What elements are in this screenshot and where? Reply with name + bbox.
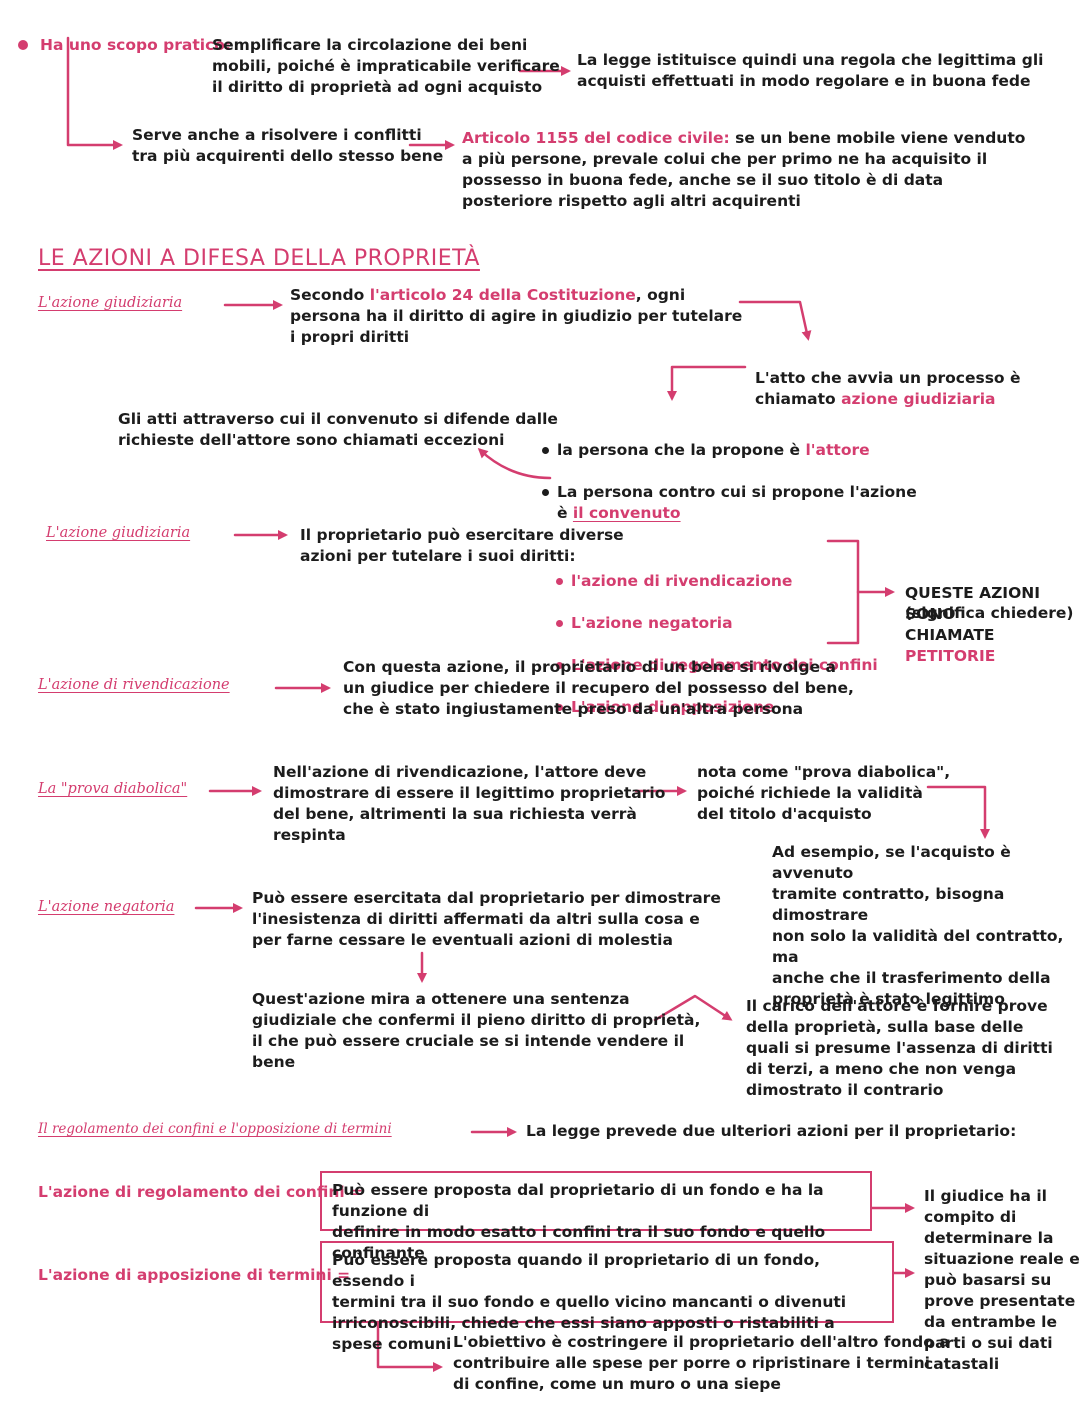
label-azione-giudiziaria: L'azione giudiziaria (38, 295, 183, 311)
apposizione-box: Può essere proposta quando il proprietar… (320, 1241, 894, 1353)
action-item: L'azione di opposizione (556, 697, 878, 718)
judge-text: Il giudice ha il compito di determinare … (924, 1187, 1080, 1373)
arrow-parties-to-exceptions (477, 447, 552, 480)
arrow-act-to-parties (667, 365, 747, 401)
petitory-summary: QUESTE AZIONI SONO CHIAMATE PETITORIE (905, 584, 1040, 665)
article-1155-text: Articolo 1155 del codice civile: se un b… (462, 128, 1037, 212)
negatoria-aim: Quest'azione mira a ottenere una sentenz… (252, 990, 701, 1071)
action-item: L'azione negatoria (556, 613, 878, 634)
label-rivendicazione: L'azione di rivendicazione (38, 677, 230, 693)
confini-intro: La legge prevede due ulteriori azioni pe… (526, 1122, 1017, 1140)
rivendicazione-text: Con questa azione, il proprietario di un… (343, 658, 854, 718)
label-azione-giudiziaria-2: L'azione giudiziaria (46, 525, 191, 541)
purpose-label: Ha uno scopo pratico: (40, 36, 232, 54)
petitory-actions-list: l'azione di rivendicazione L'azione nega… (556, 550, 878, 739)
prova-note: nota come "prova diabolica", poiché rich… (697, 763, 951, 823)
petitory-intro: Il proprietario può esercitare diverse a… (300, 526, 624, 565)
act-term: azione giudiziaria (841, 390, 996, 408)
arrow-art24-to-act (738, 300, 812, 341)
action-item: L'azione di regolamento dei confini (556, 655, 878, 676)
exceptions-text: Gli atti attraverso cui il convenuto si … (118, 410, 558, 449)
regolamento-text: Può essere proposta dal proprietario di … (332, 1181, 826, 1262)
prova-example: Ad esempio, se l'acquisto è avvenuto tra… (772, 843, 1064, 1008)
prova-text: Nell'azione di rivendicazione, l'attore … (273, 763, 666, 844)
bullet-dot (18, 40, 28, 50)
conflicts-text: Serve anche a risolvere i conflitti tra … (132, 126, 444, 165)
apposizione-label: L'azione di apposizione di termini = (38, 1266, 351, 1284)
negatoria-text: Può essere esercitata dal proprietario p… (252, 889, 721, 949)
defendant-term: il convenuto (572, 504, 681, 522)
plaintiff-term: l'attore (805, 441, 870, 459)
article-1155-title: Articolo 1155 del codice civile: (462, 129, 730, 147)
regolamento-box: Può essere proposta dal proprietario di … (320, 1171, 872, 1262)
parties-list: la persona che la propone è l'attore La … (542, 419, 917, 545)
regolamento-label: L'azione di regolamento dei confini = (38, 1183, 364, 1201)
negatoria-burden: Il carico dell'attore è fornire prove de… (746, 997, 1053, 1099)
plaintiff-item: la persona che la propone è l'attore (542, 440, 917, 461)
purpose-text: Semplificare la circolazione dei beni mo… (212, 36, 560, 96)
action-item: l'azione di rivendicazione (556, 571, 878, 592)
petitory-note: (significa chiedere) (905, 604, 1074, 622)
act-pre: L'atto che avvia un processo è chiamato (755, 369, 1021, 408)
art24-ref: l'articolo 24 della Costituzione (369, 286, 636, 304)
label-negatoria: L'azione negatoria (38, 899, 175, 915)
section-heading: LE AZIONI A DIFESA DELLA PROPRIETÀ (38, 246, 480, 271)
act-text: L'atto che avvia un processo è chiamato … (755, 347, 1020, 410)
petitory-term: PETITORIE (905, 647, 996, 665)
art24-text: Secondo l'articolo 24 della Costituzione… (290, 285, 750, 348)
label-confini: Il regolamento dei confini e l'opposizio… (38, 1121, 392, 1137)
art24-post: , ogni persona ha il diritto di agire in… (290, 286, 743, 346)
art24-pre: Secondo (290, 286, 370, 304)
confini-objective: L'obiettivo è costringere il proprietari… (453, 1333, 950, 1393)
apposizione-text: Può essere proposta quando il proprietar… (332, 1251, 847, 1353)
label-prova-diabolica: La "prova diabolica" (38, 781, 188, 797)
defendant-item: La persona contro cui si propone l'azion… (542, 482, 917, 524)
article-1155-body: se un bene mobile viene venduto a più pe… (462, 129, 1026, 210)
law-rule-text: La legge istituisce quindi una regola ch… (577, 51, 1044, 90)
